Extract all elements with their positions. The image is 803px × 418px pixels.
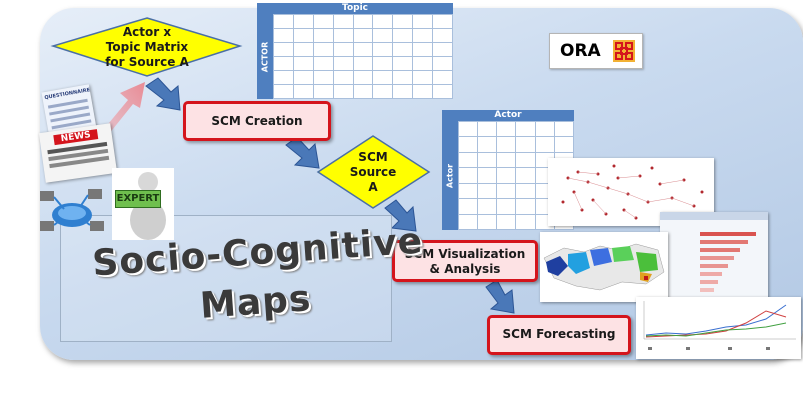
diamond-source-matrix-label: Actor x Topic Matrix for Source A: [105, 25, 189, 69]
topic-matrix: Topic ACTOR: [257, 3, 453, 99]
arrow-to-scm-source: [285, 136, 320, 169]
forecast-chart-thumbnail: [636, 297, 801, 359]
arrow-to-scm-visualization: [384, 199, 417, 232]
scm-visualization-box: SCM Visualization & Analysis: [392, 240, 538, 282]
diamond-scm-source: [316, 135, 431, 209]
title-line-2: Maps: [198, 278, 313, 327]
diamond-scm-source-label: SCM Source A: [349, 150, 397, 194]
expert-image: EXPERT: [112, 168, 174, 240]
topic-matrix-side-label: ACTOR: [257, 14, 273, 99]
actor-matrix-header: Actor: [442, 110, 574, 121]
arrow-to-scm-forecasting: [485, 279, 515, 314]
network-computers-image: [36, 185, 108, 235]
ora-logo: ORA: [549, 33, 643, 69]
expert-label: EXPERT: [115, 190, 161, 208]
actor-matrix-side-label: Actor: [442, 121, 458, 230]
scm-creation-box: SCM Creation: [183, 101, 331, 141]
ora-grid-icon: [613, 40, 635, 62]
news-label: NEWS: [53, 129, 99, 146]
scm-forecasting-box: SCM Forecasting: [487, 315, 631, 355]
topic-matrix-header: Topic: [257, 3, 453, 14]
map-thumbnail: [540, 232, 668, 302]
news-image: NEWS: [38, 123, 118, 183]
analysis-window-thumbnail: [660, 212, 768, 310]
diamond-source-matrix: [50, 17, 243, 77]
arrow-to-scm-creation: [145, 77, 181, 111]
